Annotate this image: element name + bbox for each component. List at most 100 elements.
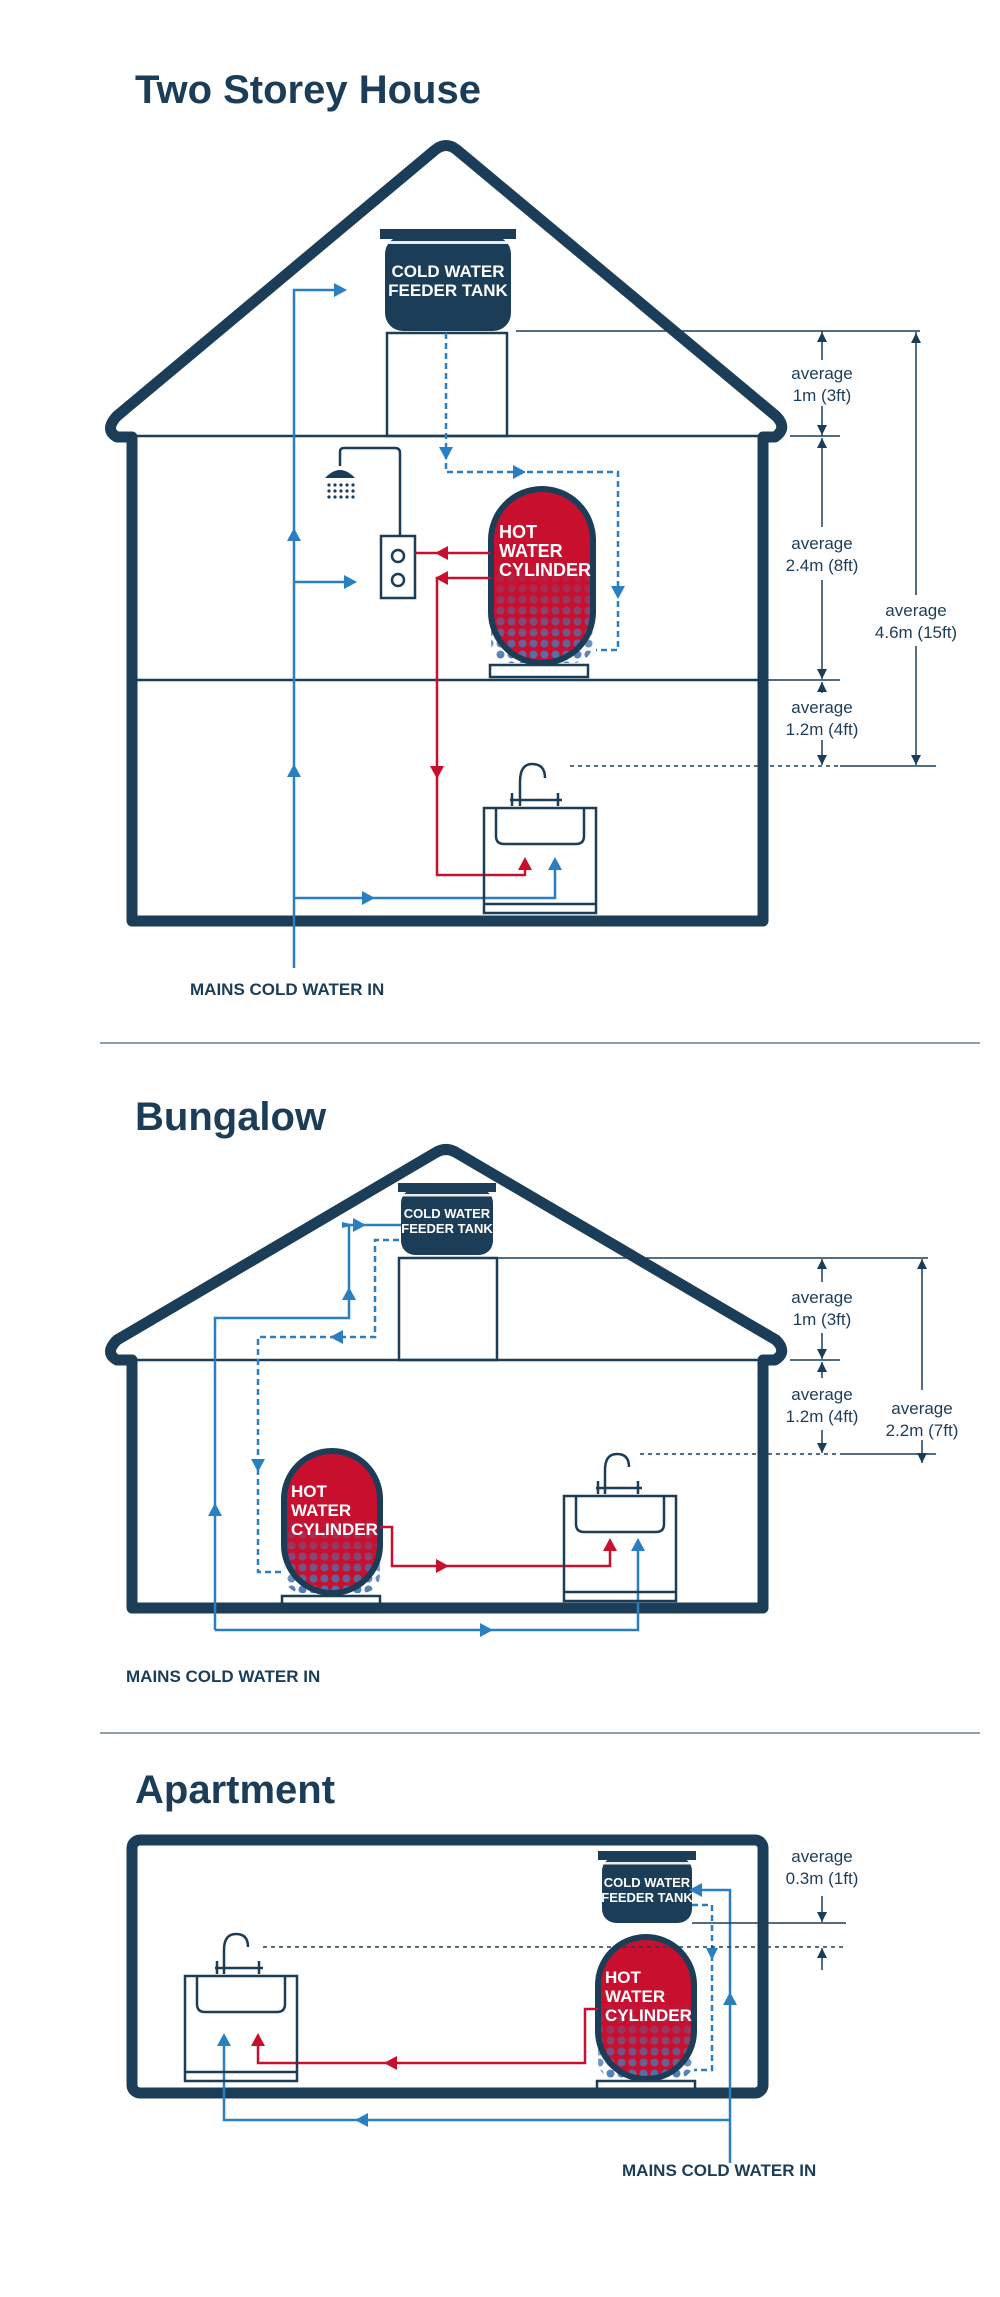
flow-arrow bbox=[287, 528, 301, 541]
section-title: Bungalow bbox=[135, 1095, 327, 1139]
measurement-label: average bbox=[891, 1399, 952, 1418]
flow-arrow bbox=[480, 1623, 493, 1637]
hot-water-cylinder: HOT WATER CYLINDER bbox=[595, 1934, 697, 2093]
flow-arrow bbox=[330, 1330, 343, 1344]
section-title: Two Storey House bbox=[135, 68, 481, 112]
cold-water-pipe bbox=[292, 288, 340, 968]
flow-arrow bbox=[513, 465, 526, 479]
flow-arrow bbox=[384, 2056, 397, 2070]
flow-arrow bbox=[603, 1538, 617, 1551]
mains-label: MAINS COLD WATER IN bbox=[622, 2161, 816, 2180]
flow-arrow bbox=[353, 1218, 366, 1232]
cylinder-label: WATER bbox=[291, 1501, 351, 1520]
flow-arrow bbox=[342, 1287, 356, 1300]
cylinder-label: CYLINDER bbox=[605, 2006, 692, 2025]
height-measurements: average 0.3m (1ft) bbox=[263, 1847, 858, 1970]
tank-label: COLD WATER bbox=[604, 1875, 691, 1890]
cylinder-label: HOT bbox=[605, 1968, 642, 1987]
height-measurements: average 1m (3ft) average 1.2m (4ft) aver… bbox=[497, 1257, 959, 1463]
hot-water-pipe bbox=[435, 576, 527, 877]
cold-water-pipe bbox=[294, 862, 557, 900]
shower bbox=[325, 446, 417, 600]
measurement-label: average bbox=[791, 364, 852, 383]
cold-feed-pipe bbox=[444, 333, 620, 652]
tank-label: FEEDER TANK bbox=[388, 281, 508, 300]
flow-arrow bbox=[251, 2033, 265, 2046]
hot-water-pipe bbox=[256, 2007, 598, 2065]
measurement-label: average bbox=[791, 1385, 852, 1404]
cold-water-feeder-tank: COLD WATER FEEDER TANK bbox=[398, 1183, 496, 1255]
section-apartment: Apartment COLD WATER FEEDER TANK HOT WAT… bbox=[126, 1768, 858, 2180]
hot-water-cylinder: HOT WATER CYLINDER bbox=[280, 1448, 383, 1609]
measurement-label: 1m (3ft) bbox=[793, 1310, 852, 1329]
measurement-label: 2.4m (8ft) bbox=[786, 556, 859, 575]
cold-water-pipe bbox=[215, 1545, 640, 1632]
section-two-storey: Two Storey House COLD WATER FEEDER TANK bbox=[105, 68, 957, 999]
flow-arrow bbox=[435, 546, 448, 560]
cold-water-pipe bbox=[692, 1888, 732, 2163]
measurement-label: average bbox=[791, 1847, 852, 1866]
section-title: Apartment bbox=[135, 1768, 335, 1812]
flow-arrow bbox=[548, 857, 562, 870]
cylinder-label: WATER bbox=[499, 541, 563, 561]
tank-label: FEEDER TANK bbox=[601, 1890, 693, 1905]
house-outline bbox=[105, 1144, 788, 1614]
measurement-label: average bbox=[885, 601, 946, 620]
cylinder-label: HOT bbox=[291, 1482, 328, 1501]
flow-arrow bbox=[723, 1992, 737, 2005]
measurement-label: average bbox=[791, 1288, 852, 1307]
flow-arrow bbox=[362, 891, 375, 905]
cylinder-label: CYLINDER bbox=[499, 560, 591, 580]
measurement-label: 0.3m (1ft) bbox=[786, 1869, 859, 1888]
shower-valve bbox=[379, 534, 417, 600]
measurement-label: 4.6m (15ft) bbox=[875, 623, 957, 642]
kitchen-sink bbox=[482, 762, 598, 915]
cold-feed-pipe bbox=[692, 1903, 714, 2072]
flow-arrow bbox=[439, 447, 453, 460]
measurement-label: 1.2m (4ft) bbox=[786, 720, 859, 739]
flow-arrow bbox=[355, 2113, 368, 2127]
measurement-label: average bbox=[791, 534, 852, 553]
flow-arrow bbox=[430, 766, 444, 779]
cylinder-label: CYLINDER bbox=[291, 1520, 378, 1539]
hot-water-cylinder: HOT WATER CYLINDER bbox=[488, 486, 596, 679]
house-outline bbox=[105, 140, 788, 927]
flow-arrow bbox=[689, 1883, 702, 1897]
mains-label: MAINS COLD WATER IN bbox=[190, 980, 384, 999]
mains-label: MAINS COLD WATER IN bbox=[126, 1667, 320, 1686]
apartment-outline bbox=[126, 1834, 769, 2099]
tank-label: COLD WATER bbox=[391, 262, 504, 281]
cylinder-label: HOT bbox=[499, 522, 537, 542]
flow-arrow bbox=[435, 571, 448, 585]
flow-arrow bbox=[344, 575, 357, 589]
measurement-label: 1m (3ft) bbox=[793, 386, 852, 405]
shower-head-icon bbox=[325, 470, 355, 478]
cylinder-label: WATER bbox=[605, 1987, 665, 2006]
measurement-label: average bbox=[791, 698, 852, 717]
tank-label: COLD WATER bbox=[404, 1206, 491, 1221]
cold-water-pipe bbox=[213, 1223, 401, 1630]
flow-arrow bbox=[334, 283, 347, 297]
cold-water-feeder-tank: COLD WATER FEEDER TANK bbox=[380, 229, 516, 331]
flow-arrow bbox=[287, 764, 301, 777]
flow-arrow bbox=[611, 586, 625, 599]
measurement-label: 2.2m (7ft) bbox=[886, 1421, 959, 1440]
flow-arrow bbox=[518, 857, 532, 870]
cold-water-pipe bbox=[222, 2040, 730, 2122]
section-bungalow: Bungalow COLD WATER FEEDER TANK bbox=[105, 1095, 959, 1686]
hot-water-pipe bbox=[380, 1525, 612, 1568]
flow-arrow bbox=[217, 2033, 231, 2046]
kitchen-sink bbox=[562, 1452, 678, 1603]
flow-arrow bbox=[631, 1538, 645, 1551]
flow-arrow bbox=[251, 1459, 265, 1472]
cold-water-feeder-tank: COLD WATER FEEDER TANK bbox=[598, 1851, 696, 1923]
tank-label: FEEDER TANK bbox=[401, 1221, 493, 1236]
flow-arrow bbox=[208, 1503, 222, 1516]
flow-arrow bbox=[436, 1559, 449, 1573]
height-measurements: average 1m (3ft) average 2.4m (8ft) aver… bbox=[516, 330, 957, 767]
kitchen-sink bbox=[183, 1932, 299, 2083]
cold-feed-pipe bbox=[256, 1238, 399, 1574]
measurement-label: 1.2m (4ft) bbox=[786, 1407, 859, 1426]
tank-stand bbox=[397, 1256, 499, 1362]
